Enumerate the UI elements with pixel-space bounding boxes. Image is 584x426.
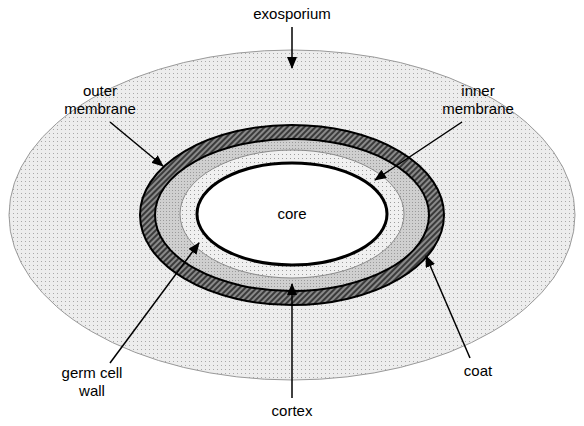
- leader-arrow: [426, 256, 470, 358]
- part-label: exosporium: [237, 5, 347, 23]
- leader-arrow: [291, 27, 293, 68]
- part-label: outer membrane: [60, 82, 140, 118]
- leader-arrow: [110, 243, 199, 363]
- germ-cell-wall-layer: [180, 150, 404, 278]
- part-label: inner membrane: [438, 82, 518, 118]
- leader-arrow: [375, 122, 462, 180]
- core-ellipse: core: [195, 161, 389, 267]
- node-label: core: [277, 205, 306, 223]
- part-label: cortex: [252, 402, 332, 420]
- leader-arrows: [110, 27, 470, 398]
- part-label: germ cell wall: [57, 364, 127, 400]
- leader-arrow: [110, 122, 163, 166]
- leader-arrow: [291, 284, 293, 398]
- coat-layer: [140, 125, 444, 305]
- part-label: coat: [448, 362, 508, 380]
- cortex-layer: [155, 139, 429, 291]
